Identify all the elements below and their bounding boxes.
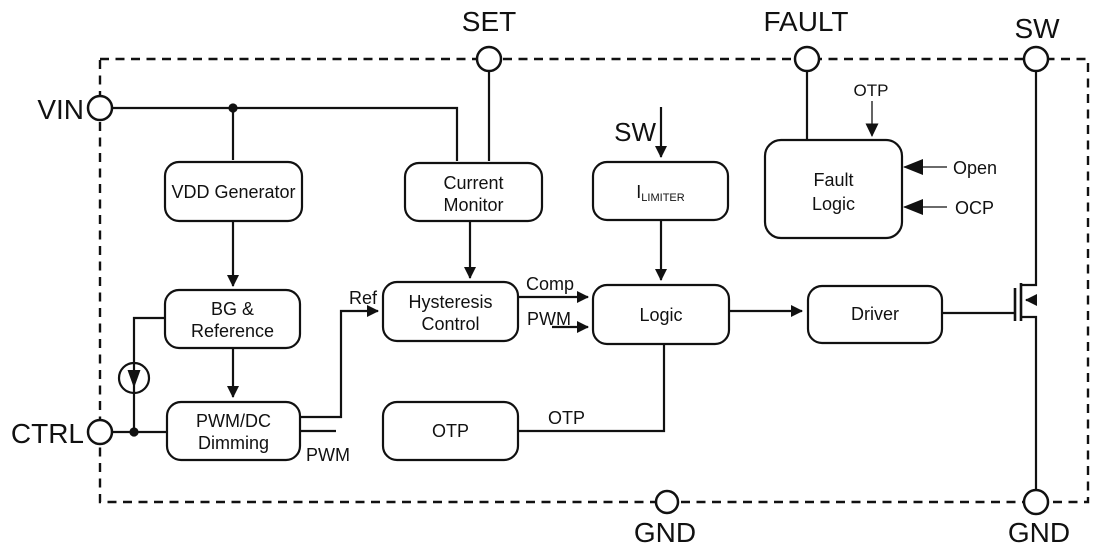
ref-label: Ref [349,288,378,308]
pwm-in-label: PWM [527,309,571,329]
block-bg-reference [163,288,302,350]
comp-label: Comp [526,274,574,294]
pwm-dimming-label-2: Dimming [198,433,269,453]
block-i-limiter [591,160,730,222]
pin-gnd-right-label: GND [1008,517,1070,548]
junction-dot-ctrl [129,427,139,437]
current-source-arrow [127,370,141,388]
wire-vin-to-current-monitor [112,106,459,161]
block-logic [591,283,731,346]
pin-gnd-center-label: GND [634,517,696,548]
signal-labels: SW OTP Open OCP Ref Comp PWM PWM OTP [306,81,997,465]
pin-vin-label: VIN [37,94,84,125]
hysteresis-label-2: Control [421,314,479,334]
wire-sw-pin-to-drain [1022,71,1038,287]
mosfet-icon [1013,283,1023,321]
block-pwm-dc-dimming [165,400,302,462]
otp-input-label: OTP [854,81,889,100]
current-monitor-label-1: Current [443,173,503,193]
pin-ctrl-label: CTRL [11,418,84,449]
current-monitor-label-2: Monitor [443,195,503,215]
vdd-generator-label: VDD Generator [171,182,295,202]
pin-labels: VIN CTRL SET FAULT SW GND GND [11,6,1070,548]
blocks [163,138,944,462]
pin-vin [86,94,114,122]
ocp-label: OCP [955,198,994,218]
pwm-dimming-label-1: PWM/DC [196,411,271,431]
i-limiter-label: ILIMITER [636,182,684,204]
pwm-out-label: PWM [306,445,350,465]
fault-logic-label-1: Fault [813,170,853,190]
hysteresis-label-1: Hysteresis [408,292,492,312]
chip-boundary [98,57,1090,504]
pin-gnd-right [1022,488,1050,516]
pin-gnd-center [654,489,680,515]
block-driver [806,284,944,345]
junction-dot-vin [228,103,238,113]
wire-source-to-gnd [1022,315,1038,491]
pin-fault-label: FAULT [763,6,848,37]
sw-internal-label: SW [614,117,656,147]
block-fault-logic [763,138,904,240]
block-otp [381,400,520,462]
driver-label: Driver [851,304,899,324]
pin-ctrl [86,418,114,446]
pin-set-label: SET [462,6,516,37]
wire-ref-to-hysteresis [300,305,379,419]
logic-label: Logic [639,305,682,325]
block-vdd-generator [163,160,304,223]
block-current-monitor [403,161,544,223]
thin-arrows [865,101,947,215]
bg-reference-label-1: BG & [211,299,254,319]
fault-logic-label-2: Logic [812,194,855,214]
otp-block-label: OTP [432,421,469,441]
pin-set [475,45,503,73]
open-label: Open [953,158,997,178]
block-labels: VDD Generator Current Monitor ILIMITER F… [171,170,899,453]
pin-sw-label: SW [1014,13,1060,44]
block-hysteresis-control [381,280,520,343]
wire-otp-to-logic [518,345,666,433]
wire-bg-reference-to-ctrl-node [132,316,165,432]
pins [86,45,1050,516]
pin-sw [1022,45,1050,73]
otp-net-label: OTP [548,408,585,428]
bg-reference-label-2: Reference [191,321,274,341]
pin-fault [793,45,821,73]
